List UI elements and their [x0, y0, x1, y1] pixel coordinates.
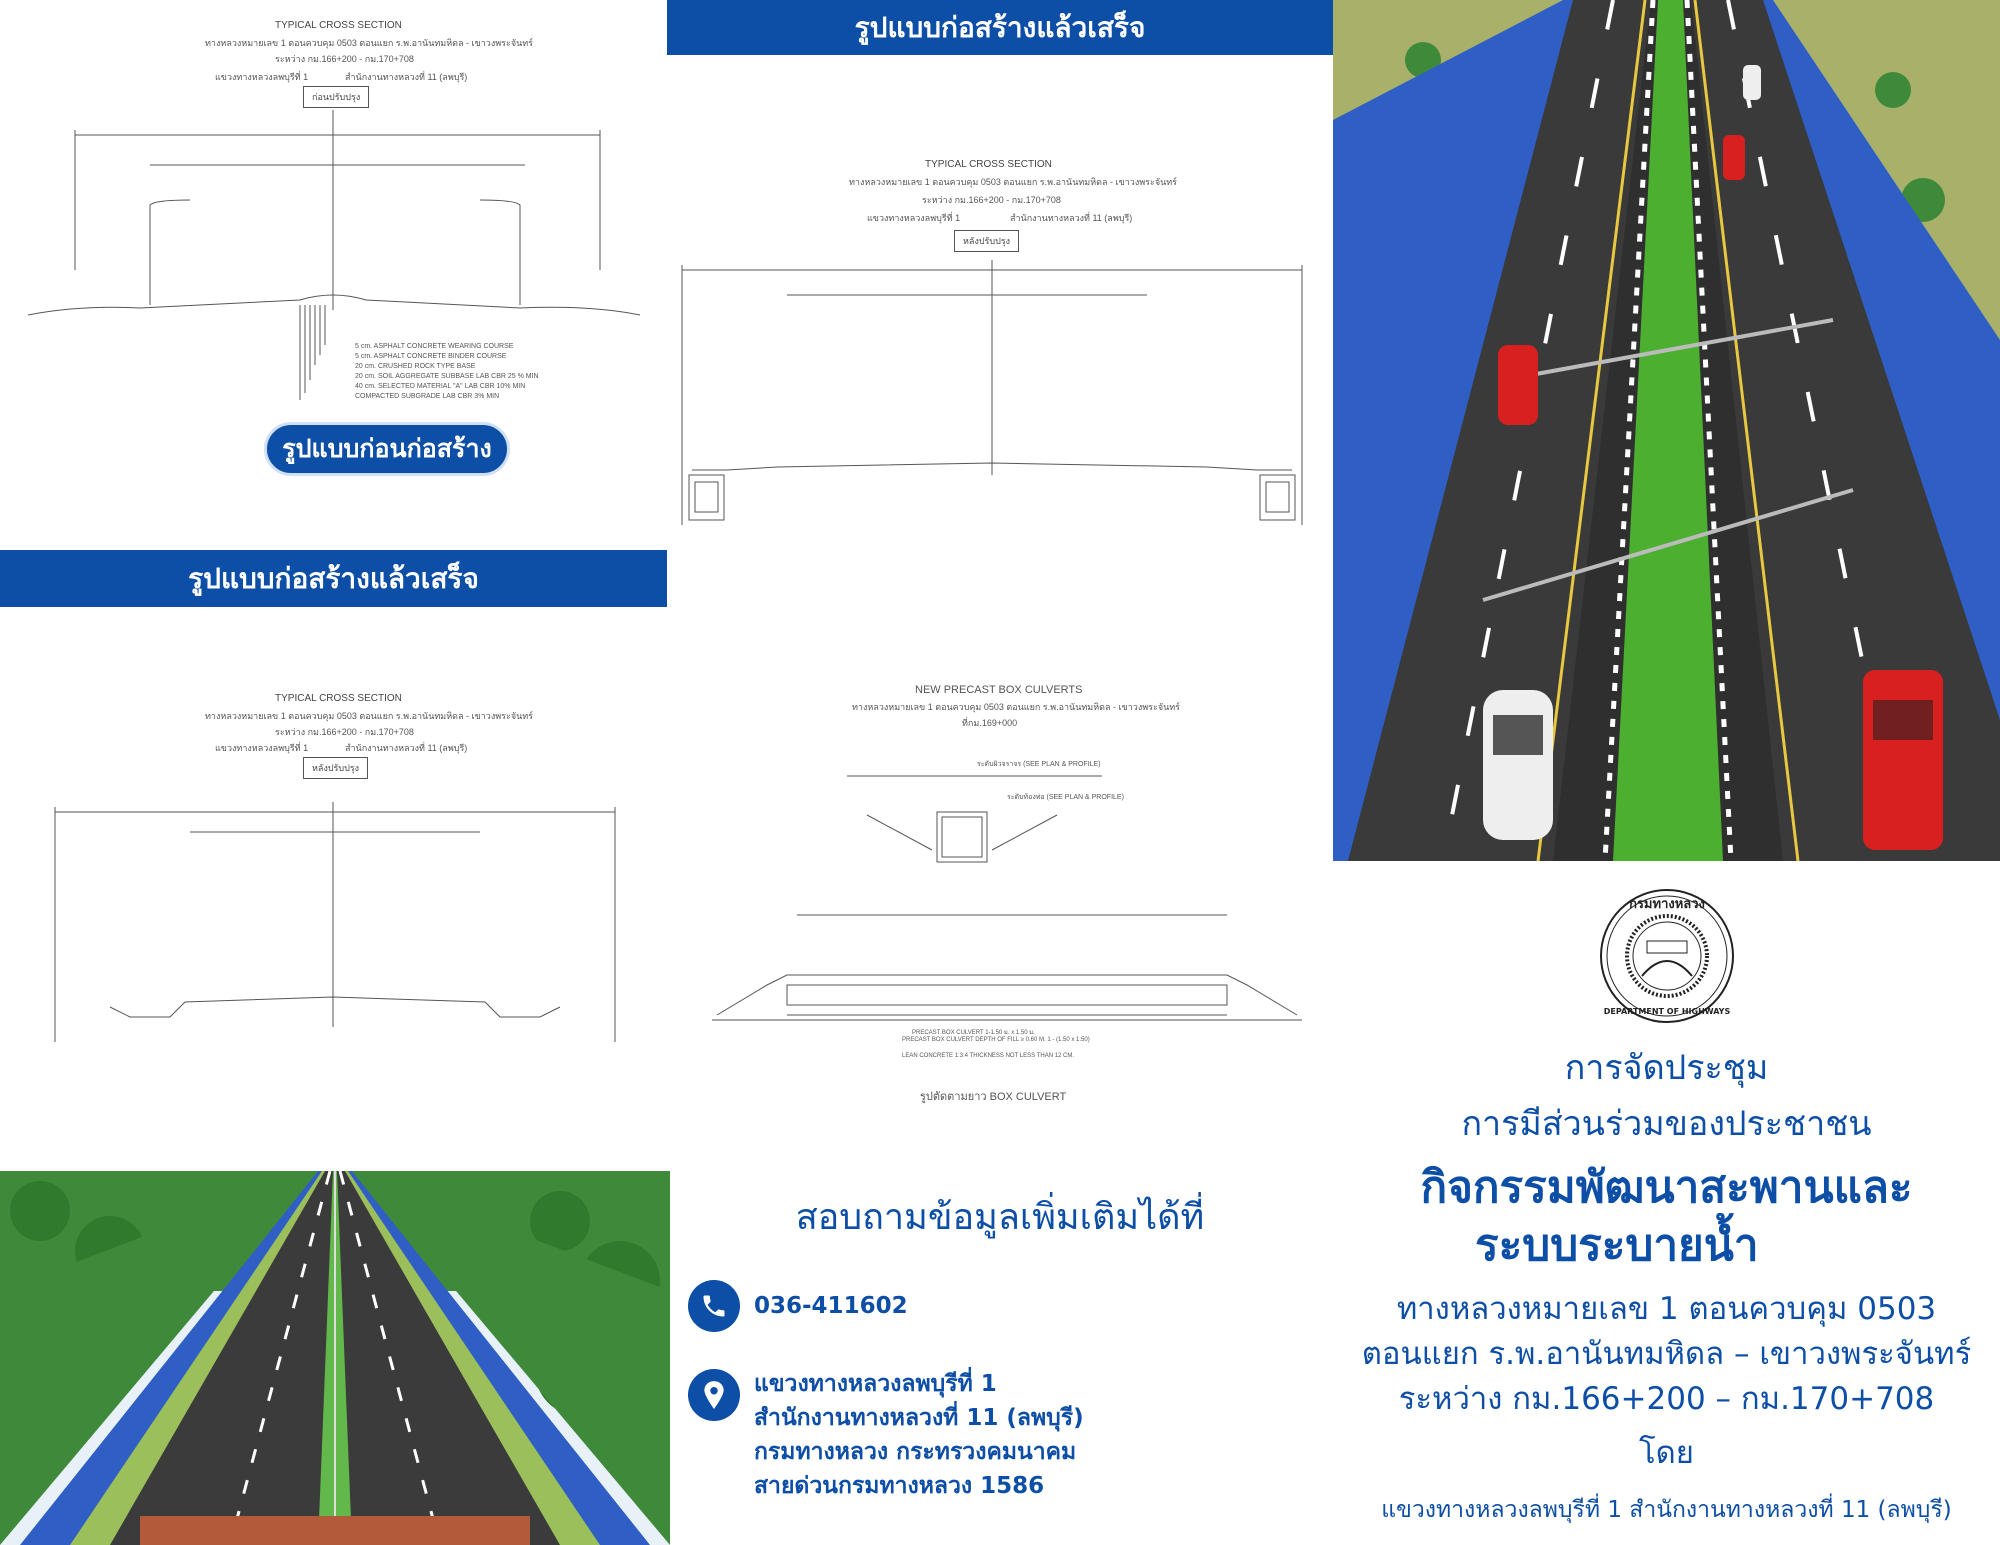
stage-label: ก่อนปรับปรุง — [303, 86, 370, 108]
drawing-title: TYPICAL CROSS SECTION — [925, 159, 1052, 170]
drawing-route: ทางหลวงหมายเลข 1 ตอนควบคุม 0503 ตอนแยก ร… — [849, 177, 1178, 187]
activity-title-line1: กิจกรรมพัฒนาสะพานและ — [1420, 1162, 1913, 1213]
route-line3: ระหว่าง กม.166+200 – กม.170+708 — [1398, 1381, 1935, 1417]
road-render-bottom — [0, 1171, 670, 1545]
meeting-label: การจัดประชุม — [1564, 1048, 1769, 1088]
drawing-route: ทางหลวงหมายเลข 1 ตอนควบคุม 0503 ตอนแยก ร… — [205, 711, 534, 721]
contact-heading: สอบถามข้อมูลเพิ่มเติมได้ที่ — [795, 1197, 1205, 1238]
svg-text:กรมทางหลวง: กรมทางหลวง — [1629, 897, 1705, 912]
drawing-district: แขวงทางหลวงลพบุรีที่ 1 — [215, 743, 309, 753]
culvert-note: PRECAST BOX CULVERT 1-1.50 ม. x 1.50 ม. — [912, 1030, 1035, 1036]
drawing-before: TYPICAL CROSS SECTION ทางหลวงหมายเลข 1 ต… — [0, 0, 667, 545]
cross-section-after-left — [54, 802, 616, 1042]
drawing-office: สำนักงานทางหลวงที่ 11 (ลพบุรี) — [1010, 213, 1133, 223]
organizer: แขวงทางหลวงลพบุรีที่ 1 สำนักงานทางหลวงที… — [1381, 1497, 1952, 1523]
drawing-title: TYPICAL CROSS SECTION — [275, 20, 402, 31]
department-of-highways-seal: กรมทางหลวง DEPARTMENT OF HIGHWAYS — [1600, 889, 1734, 1023]
culvert-section — [712, 775, 1302, 1021]
svg-text:DEPARTMENT OF HIGHWAYS: DEPARTMENT OF HIGHWAYS — [1604, 1007, 1731, 1016]
contact-address: แขวงทางหลวงลพบุรีที่ 1 สำนักงานทางหลวงที… — [688, 1367, 1084, 1503]
phone-icon — [688, 1280, 740, 1332]
culvert-caption: รูปตัดตามยาว BOX CULVERT — [920, 1091, 1067, 1103]
contact-phone[interactable]: 036-411602 — [688, 1280, 908, 1332]
drawing-district: แขวงทางหลวงลพบุรีที่ 1 — [215, 72, 309, 82]
cross-section-before — [27, 110, 641, 400]
culvert-level-label: ระดับท้องท่อ (SEE PLAN & PROFILE) — [1007, 794, 1124, 801]
location-pin-icon — [688, 1369, 740, 1421]
route-line2: ตอนแยก ร.พ.อานันทมหิดล – เขาวงพระจันทร์ — [1361, 1336, 1972, 1372]
hotline: สายด่วนกรมทางหลวง 1586 — [754, 1473, 1045, 1499]
address-line: กรมทางหลวง กระทรวงคมนาคม — [754, 1439, 1077, 1465]
drawing-district: แขวงทางหลวงลพบุรีที่ 1 — [867, 213, 961, 223]
culvert-title: NEW PRECAST BOX CULVERTS — [915, 684, 1083, 696]
drawing-after-top: TYPICAL CROSS SECTION ทางหลวงหมายเลข 1 ต… — [667, 55, 1333, 545]
culvert-route: ทางหลวงหมายเลข 1 ตอนควบคุม 0503 ตอนแยก ร… — [852, 702, 1181, 712]
drawing-range: ระหว่าง กม.166+200 - กม.170+708 — [275, 54, 414, 64]
activity-title-line2: ระบบระบายน้ำ — [1475, 1220, 1759, 1271]
culvert-note: LEAN CONCRETE 1:3:4 THICKNESS NOT LESS T… — [902, 1053, 1075, 1059]
drawing-title: TYPICAL CROSS SECTION — [275, 693, 402, 704]
stage-label: หลังปรับปรุง — [303, 757, 369, 779]
drawing-after-left: TYPICAL CROSS SECTION ทางหลวงหมายเลข 1 ต… — [0, 607, 667, 1057]
drawing-route: ทางหลวงหมายเลข 1 ตอนควบคุม 0503 ตอนแยก ร… — [205, 38, 534, 48]
address-line: สำนักงานทางหลวงที่ 11 (ลพบุรี) — [754, 1405, 1084, 1431]
before-construction-button[interactable]: รูปแบบก่อนก่อสร้าง — [264, 422, 510, 476]
drawing-office: สำนักงานทางหลวงที่ 11 (ลพบุรี) — [345, 743, 468, 753]
public-participation-label: การมีส่วนร่วมของประชาชน — [1461, 1104, 1872, 1144]
culvert-note: PRECAST BOX CULVERT DEPTH OF FILL ≥ 0.60… — [902, 1037, 1090, 1043]
after-construction-banner-left: รูปแบบก่อสร้างแล้วเสร็จ — [0, 550, 667, 607]
after-construction-banner-top: รูปแบบก่อสร้างแล้วเสร็จ — [667, 0, 1333, 55]
stage-label: หลังปรับปรุง — [954, 230, 1020, 252]
drawing-range: ระหว่าง กม.166+200 - กม.170+708 — [922, 195, 1061, 205]
drawing-range: ระหว่าง กม.166+200 - กม.170+708 — [275, 727, 414, 737]
culvert-station: ที่กม.169+000 — [962, 718, 1018, 728]
culvert-drawing: NEW PRECAST BOX CULVERTS ทางหลวงหมายเลข … — [667, 675, 1333, 1115]
road-level-label: ระดับผิวจราจร (SEE PLAN & PROFILE) — [977, 761, 1101, 768]
cross-section-after-top — [681, 260, 1303, 525]
by-label: โดย — [1639, 1435, 1694, 1471]
address-line: แขวงทางหลวงลพบุรีที่ 1 — [754, 1371, 997, 1397]
route-line1: ทางหลวงหมายเลข 1 ตอนควบคุม 0503 — [1396, 1291, 1937, 1327]
phone-number: 036-411602 — [754, 1293, 908, 1319]
drawing-office: สำนักงานทางหลวงที่ 11 (ลพบุรี) — [345, 72, 468, 82]
road-render-right — [1333, 0, 2000, 861]
